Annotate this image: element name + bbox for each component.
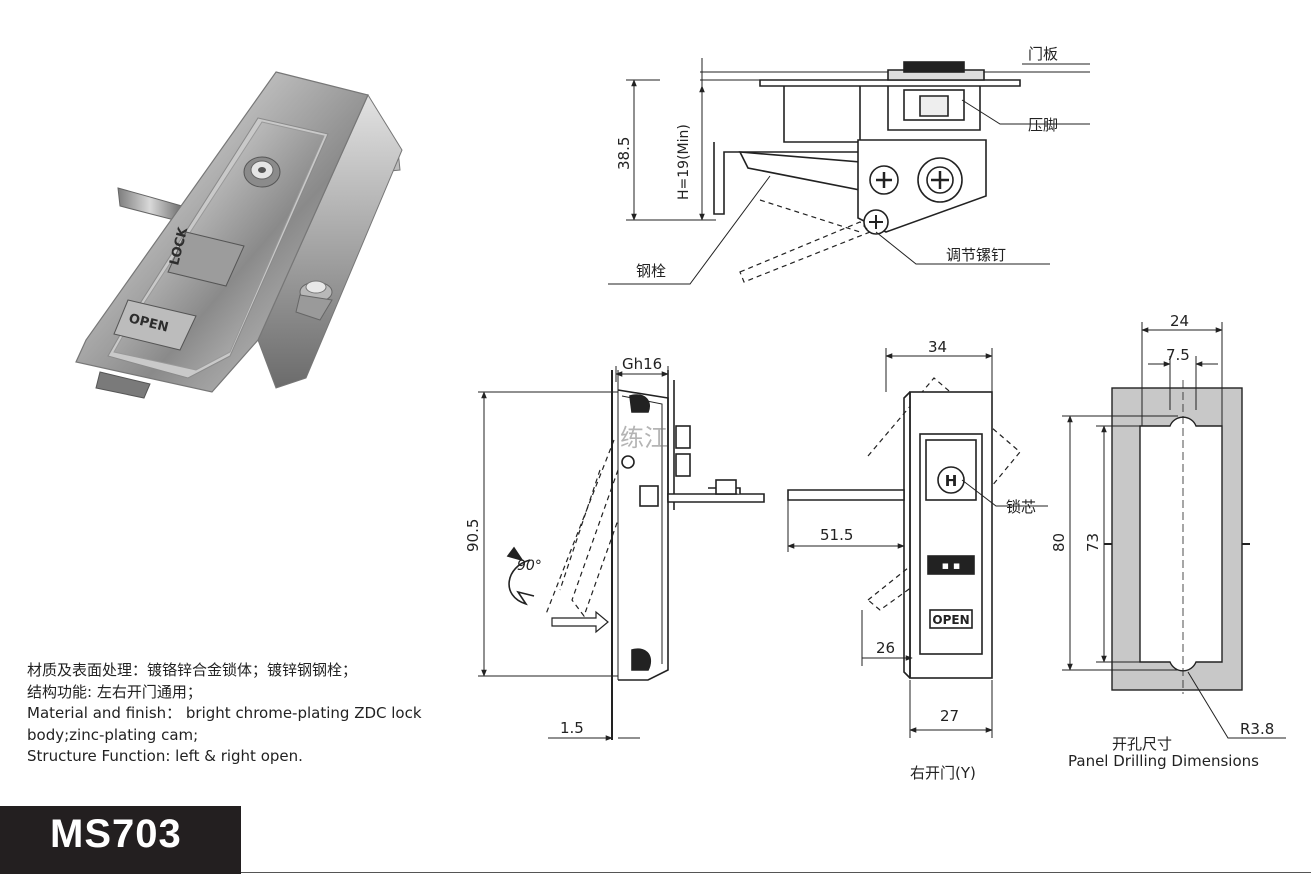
top-view-drawing [608,58,1090,285]
material-description: 材质及表面处理：镀铬锌合金锁体；镀锌钢钢栓； 结构功能: 左右开门通用； Mat… [27,660,457,768]
dim-1-5: 1.5 [560,719,584,737]
caption-right-open: 右开门(Y) [910,764,976,782]
caption-drilling-en: Panel Drilling Dimensions [1068,752,1259,770]
bottom-rule [241,872,1311,873]
dim-h-min: H=19(Min) [676,124,692,200]
label-lock-core: 锁芯 [1006,498,1036,516]
dim-73: 73 [1084,533,1102,552]
label-press-foot: 压脚 [1028,116,1058,134]
side-view-drawing [478,366,765,741]
dim-27: 27 [940,707,959,725]
dim-51-5: 51.5 [820,526,853,544]
model-banner [0,806,241,874]
label-door-panel: 门板 [1028,45,1058,63]
dim-38-5: 38.5 [615,137,633,170]
desc-line-en-1: Material and finish： bright chrome-plati… [27,704,422,722]
front-lock-text: ▪ ▪ [942,559,961,572]
dim-80: 80 [1050,533,1068,552]
watermark: 练江 [620,424,668,452]
angle-90: 90° [517,558,542,574]
caption-drilling-cn: 开孔尺寸 [1112,735,1172,753]
dim-26: 26 [876,639,895,657]
dim-r3-8: R3.8 [1240,720,1274,738]
front-open-plate: OPEN [932,613,969,627]
desc-line-en-2: body;zinc-plating cam; [27,725,199,744]
dim-24: 24 [1170,312,1189,330]
front-view-drawing: H [787,348,1048,738]
dim-gh16: Gh16 [622,355,662,373]
drilling-drawing [1062,322,1286,739]
desc-line-cn-2: 结构功能: 左右开门通用； [27,682,202,701]
label-steel-bolt: 钢栓 [636,262,666,280]
desc-line-cn-1: 材质及表面处理：镀铬锌合金锁体；镀锌钢钢栓； [27,661,358,679]
dim-90-5: 90.5 [464,519,482,552]
dim-7-5: 7.5 [1166,346,1190,364]
label-adjust-screw: 调节镙钉 [946,246,1006,264]
model-name: MS703 [50,812,182,856]
dim-34: 34 [928,338,947,356]
desc-line-en-3: Structure Function: left & right open. [27,747,303,765]
svg-text:H: H [945,472,958,490]
product-photo: LOCK OPEN [75,71,403,399]
